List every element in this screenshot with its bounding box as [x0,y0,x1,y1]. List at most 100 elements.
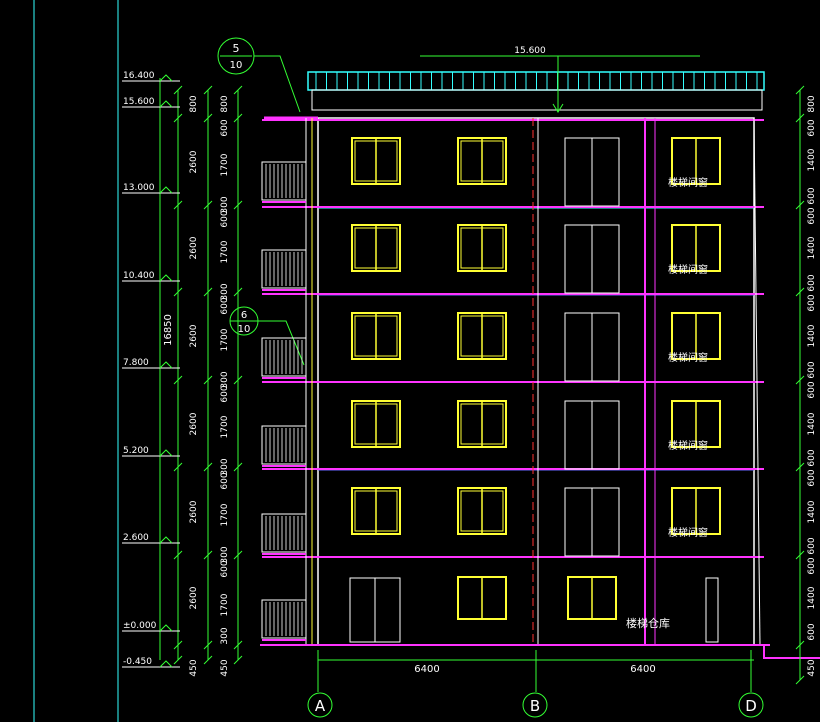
dim-tick [203,287,213,297]
level-label-lvl-16400: 16.400 [123,71,155,81]
stair-room-label: 楼梯间窗 [668,176,708,189]
level-triangle [159,74,173,82]
dim-tick [203,85,213,95]
level-label-lvl-m0450: -0.450 [123,657,152,667]
inner-dim-text: 1700 [220,503,230,526]
level-label-lvl-0000: ±0.000 [123,621,157,631]
outer-dim-text: 2600 [189,500,199,523]
right-dim-text: 1400 [807,412,817,435]
dim-tick [203,550,213,560]
level-label-lvl-13000: 13.000 [123,183,155,193]
balconies [261,161,307,641]
top-dimension-label: 15.600 [514,46,546,56]
dim-tick [203,200,213,210]
left-dimensions: 8002600260026002600260026004508006001700… [173,85,243,677]
dim-tick [173,287,183,297]
ground-room-label: 楼梯仓库 [626,616,670,630]
right-dim-text: 1400 [807,236,817,259]
right-dim-text: 600 [807,119,817,136]
inner-dim-text: 600 [220,210,230,227]
top-dim-arrow [552,103,564,113]
inner-dim-text: 300 [220,458,230,475]
level-triangle [159,536,173,544]
dim-tick [173,200,183,210]
right-dim-text: 600 [807,469,817,486]
callout-5-leader [254,55,301,113]
dim-tick [203,375,213,385]
level-triangle [159,361,173,369]
inner-dim-text: 450 [220,659,230,676]
ground-door-right [705,577,719,643]
axis-label-d: D [745,697,757,715]
balcony-railing [261,249,307,289]
callout-6-sheet: 10 [238,324,251,335]
inner-dim-text: 300 [220,371,230,388]
level-label-lvl-7800: 7.800 [123,358,149,368]
callout-5-sheet: 10 [230,60,243,71]
stair-room-label: 楼梯间窗 [668,263,708,276]
axis-label-a: A [315,697,326,715]
right-dim-tick [795,287,805,297]
right-dim-text: 450 [807,659,817,676]
dim-tick [173,85,183,95]
dim-tick [233,113,243,123]
right-dim-tick [795,113,805,123]
callout-6-leader [258,320,305,366]
dim-tick [203,655,213,665]
dim-tick [233,85,243,95]
inner-dim-text: 300 [220,196,230,213]
dim-tick [173,375,183,385]
right-dim-text: 800 [807,95,817,112]
bottom-dim-ab: 6400 [414,664,439,675]
right-dim-tick [795,550,805,560]
outer-dim-text: 2600 [189,586,199,609]
dim-tick [173,550,183,560]
outer-dim-text: 800 [189,95,199,112]
right-wall-edge [753,117,761,646]
outer-dim-text: 2600 [189,150,199,173]
level-markers: 16.40015.60013.00010.4007.8005.2002.600±… [122,71,180,668]
dim-tick [233,640,243,650]
outer-dim-text: 2600 [189,324,199,347]
inner-dim-text: 300 [220,627,230,644]
inner-dim-text: 600 [220,560,230,577]
dim-tick [233,200,243,210]
dim-tick [233,655,243,665]
axis-bubble-d [738,692,764,718]
inner-dim-text: 1700 [220,415,230,438]
right-dim-text: 600 [807,537,817,554]
level-label-lvl-10400: 10.400 [123,271,155,281]
roof-fascia [311,89,763,111]
right-dim-text: 1400 [807,500,817,523]
level-label-lvl-5200: 5.200 [123,446,149,456]
level-triangle [159,660,173,668]
right-dim-text: 1400 [807,324,817,347]
dim-tick [203,640,213,650]
inner-dim-text: 600 [220,297,230,314]
inner-dim-text: 800 [220,95,230,112]
ground-step [763,645,820,659]
level-triangle [159,274,173,282]
right-dim-tick [795,85,805,95]
right-dim-text: 600 [807,294,817,311]
balcony-railing [261,513,307,553]
balcony-railing [261,599,307,639]
dim-tick [233,375,243,385]
callout-5-number: 5 [233,42,240,55]
inner-dim-text: 300 [220,283,230,300]
right-dim-text: 1400 [807,148,817,171]
right-dim-text: 1400 [807,586,817,609]
right-dim-tick [795,675,805,685]
right-dim-text: 600 [807,381,817,398]
stair-room-label: 楼梯间窗 [668,351,708,364]
level-triangle [159,100,173,108]
inner-dim-text: 1700 [220,153,230,176]
outer-dim-text: 2600 [189,236,199,259]
dim-tick [173,655,183,665]
right-dimensions: 800 600 1400 600 600 1400 600 600 1400 600 600 1400… [795,85,817,685]
right-dim-text: 600 [807,207,817,224]
right-dim-text: 600 [807,361,817,378]
